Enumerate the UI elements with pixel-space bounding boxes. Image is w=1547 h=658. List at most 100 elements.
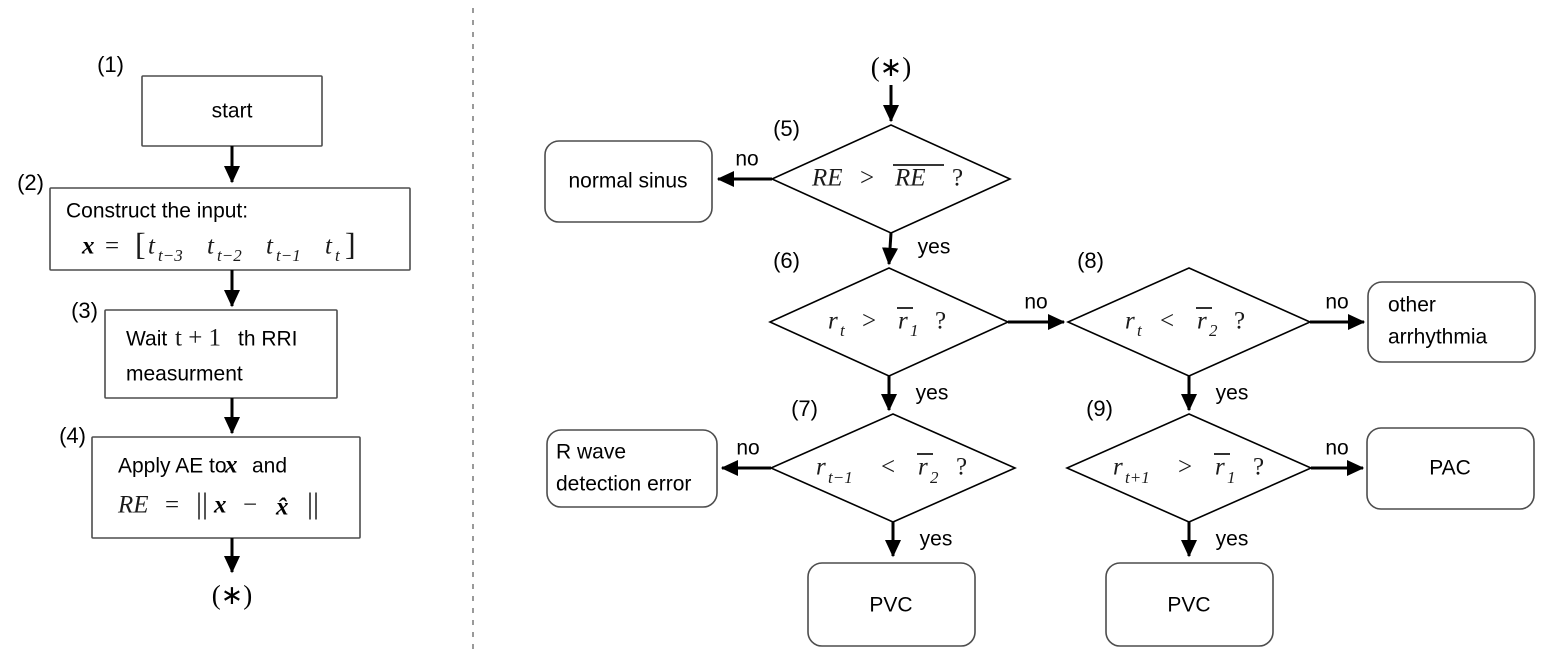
edge-label-7-yes: yes <box>920 528 953 551</box>
node-2-formula-eq: = <box>105 233 119 260</box>
node-2-formula-t1-sub: t−3 <box>158 246 183 265</box>
node-9-tag: (9) <box>1086 396 1113 421</box>
node-4-formula-bars-open: || <box>196 487 208 520</box>
node-1-start: start <box>141 75 323 147</box>
outcome-pvc-right-box <box>1105 562 1274 647</box>
node-2-box <box>49 187 411 271</box>
node-3-box <box>104 309 338 399</box>
outcome-pvc-left-label: PVC <box>869 594 912 617</box>
node-3-wait-rri: Wait t + 1 th RRI measurment <box>104 309 338 399</box>
node-7-rhs: r <box>918 454 928 481</box>
outcome-pac-box <box>1366 427 1535 510</box>
node-2-formula-t4: t <box>325 233 333 260</box>
edge-label-7-no: no <box>736 437 759 460</box>
node-8-condition: r t < r 2 ? <box>1125 307 1245 340</box>
node-8-question: ? <box>1234 308 1245 335</box>
edge-label-9-yes: yes <box>1216 528 1249 551</box>
node-9-lhs-sub: t+1 <box>1125 468 1150 487</box>
node-8-decision-rt-lt-r2: r t < r 2 ? <box>1066 267 1312 377</box>
node-8-diamond <box>1066 267 1312 377</box>
node-3-tag: (3) <box>71 298 98 323</box>
node-9-operator: > <box>1178 454 1192 481</box>
edge-5-yes-to-6 <box>881 232 899 266</box>
node-4-formula: RE = || x − x̂ || <box>117 487 319 521</box>
node-8-tag: (8) <box>1077 248 1104 273</box>
node-3-line1-math: t + 1 <box>175 325 221 352</box>
outcome-pac-label: PAC <box>1429 457 1471 480</box>
node-7-condition: r t−1 < r 2 ? <box>816 453 967 487</box>
node-2-construct-input: Construct the input: x = [ t t−3 t t−2 t… <box>49 187 411 271</box>
edge-label-5-no: no <box>735 148 758 171</box>
node-2-formula-t4-sub: t <box>335 246 341 265</box>
outcome-normal-sinus: normal sinus <box>544 140 713 223</box>
outcome-other-arrhythmia-line2: arrhythmia <box>1388 326 1488 349</box>
outcome-normal-sinus-label: normal sinus <box>568 170 687 193</box>
node-9-question: ? <box>1253 454 1264 481</box>
node-8-rhs-sub: 2 <box>1209 321 1218 340</box>
node-9-lhs: r <box>1113 454 1123 481</box>
node-5-lhs: RE <box>811 165 843 192</box>
node-4-tag: (4) <box>59 423 86 448</box>
node-6-lhs: r <box>828 308 838 335</box>
node-9-rhs: r <box>1215 454 1225 481</box>
outcome-r-wave-detection-error: R wave detection error <box>546 429 718 508</box>
node-7-decision-rt1-lt-r2: r t−1 < r 2 ? <box>769 413 1017 523</box>
node-9-decision-rt1-gt-r1: r t+1 > r 1 ? <box>1065 413 1313 523</box>
node-6-rhs-sub: 1 <box>910 321 919 340</box>
node-3-line1-pre: Wait <box>126 328 167 351</box>
edge-label-9-no: no <box>1325 437 1348 460</box>
outcome-other-arrhythmia-box <box>1367 281 1536 363</box>
node-6-operator: > <box>862 308 876 335</box>
node-9-condition: r t+1 > r 1 ? <box>1113 453 1264 487</box>
node-8-lhs: r <box>1125 308 1135 335</box>
node-4-line1-post: and <box>252 455 287 478</box>
connector-out-asterisk: (∗) <box>212 580 253 610</box>
node-4-formula-eq: = <box>165 492 179 519</box>
node-5-question: ? <box>952 165 963 192</box>
node-5-rhs: RE <box>894 165 926 192</box>
node-6-decision-rt-gt-r1: r t > r 1 ? <box>768 267 1010 377</box>
node-6-tag: (6) <box>773 248 800 273</box>
node-2-tag: (2) <box>17 170 44 195</box>
node-5-decision-re: RE > RE ? <box>770 124 1012 234</box>
node-6-condition: r t > r 1 ? <box>828 307 946 340</box>
node-4-formula-xhat: x̂ <box>275 494 289 521</box>
node-7-operator: < <box>881 454 895 481</box>
node-4-formula-re: RE <box>117 492 149 519</box>
node-4-apply-ae: Apply AE to x and RE = || x − x̂ || <box>91 436 361 539</box>
node-3-line1-post: th RRI <box>238 328 298 351</box>
node-5-tag: (5) <box>773 116 800 141</box>
outcome-other-arrhythmia: other arrhythmia <box>1367 281 1536 363</box>
node-4-line1-pre: Apply AE to <box>118 455 227 478</box>
node-2-formula-t2-sub: t−2 <box>217 246 242 265</box>
node-2-formula-close-bracket: ] <box>345 225 356 261</box>
edge-label-8-no: no <box>1325 291 1348 314</box>
outcome-other-arrhythmia-line1: other <box>1388 294 1436 317</box>
outcome-pvc-left: PVC <box>807 562 976 647</box>
node-3-line2: measurment <box>126 363 243 386</box>
outcome-pvc-right-label: PVC <box>1167 594 1210 617</box>
outcome-r-wave-error-box <box>546 429 718 508</box>
node-9-rhs-sub: 1 <box>1227 468 1236 487</box>
node-2-line1: Construct the input: <box>66 200 248 223</box>
node-2-formula-t3: t <box>266 233 274 260</box>
node-4-line1-math: x <box>224 452 238 479</box>
node-4-formula-minus: − <box>243 492 257 519</box>
node-5-diamond <box>770 124 1012 234</box>
node-6-lhs-sub: t <box>840 321 846 340</box>
node-8-lhs-sub: t <box>1137 321 1143 340</box>
node-6-question: ? <box>935 308 946 335</box>
node-4-formula-bars-close: || <box>307 487 319 520</box>
node-1-label: start <box>212 100 253 123</box>
node-2-formula-open-bracket: [ <box>135 225 146 261</box>
node-7-tag: (7) <box>791 396 818 421</box>
outcome-pac: PAC <box>1366 427 1535 510</box>
node-7-question: ? <box>956 454 967 481</box>
node-4-formula-x: x <box>213 492 227 519</box>
node-2-formula-t3-sub: t−1 <box>276 246 301 265</box>
edge-label-8-yes: yes <box>1216 382 1249 405</box>
outcome-pvc-left-box <box>807 562 976 647</box>
node-2-formula-t1: t <box>148 233 156 260</box>
connector-in-asterisk: (∗) <box>871 52 912 82</box>
